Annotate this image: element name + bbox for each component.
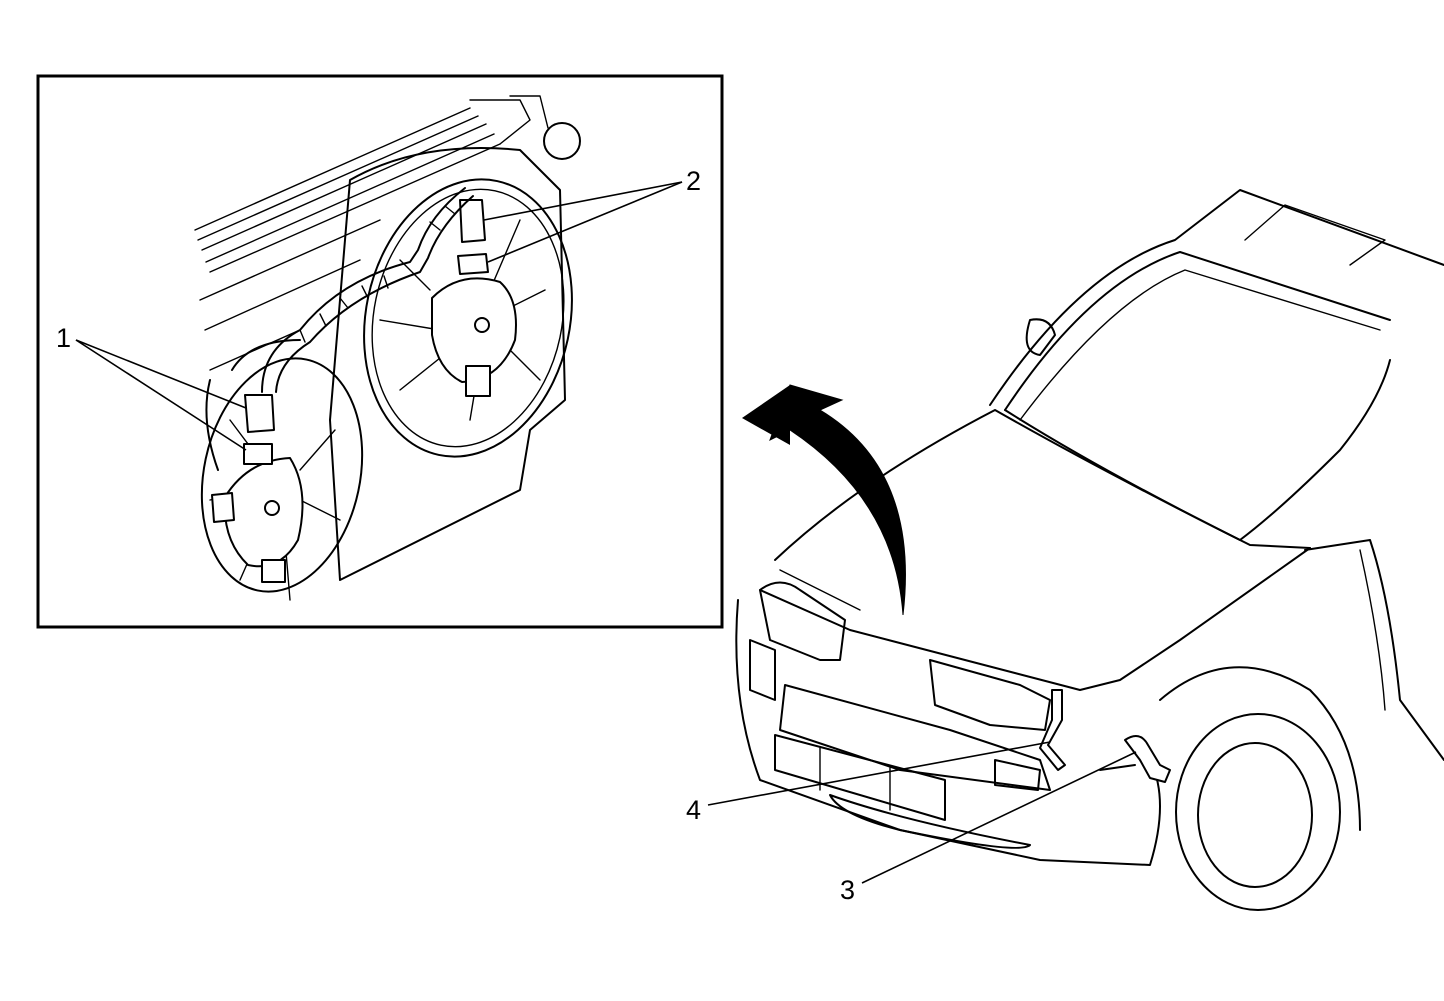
wiring-harness — [205, 187, 474, 471]
upper-grille — [779, 684, 1051, 791]
callout-label-4: 4 — [686, 795, 701, 825]
callout-label-2: 2 — [686, 166, 701, 196]
hood-outline — [774, 409, 1311, 561]
callout-4-group: 4 — [686, 741, 1051, 825]
left-fan-motor — [223, 457, 304, 568]
windshield-top — [1004, 251, 1391, 411]
callout-label-3: 3 — [840, 875, 855, 905]
license-plate-area — [774, 734, 946, 821]
left-fan-connector-upper — [244, 394, 275, 433]
callout-1-leader-b — [75, 339, 247, 451]
wheel-arch — [1159, 666, 1361, 831]
front-wheel — [1175, 713, 1341, 911]
callout-4-leader — [707, 741, 1051, 806]
left-fan-connector-lower — [243, 443, 273, 465]
callout-2-group: 2 — [483, 166, 701, 263]
fog-lamp-left — [749, 639, 776, 701]
front-wheel-rim — [1197, 742, 1313, 888]
curved-arrow-head — [742, 385, 790, 445]
inset-detail — [36, 74, 724, 629]
callout-3-group: 3 — [840, 751, 1137, 905]
callout-1-leader-a — [75, 339, 247, 409]
fender — [1304, 539, 1444, 761]
hood-front-edge — [759, 547, 1311, 691]
horn-connector — [1124, 735, 1171, 783]
side-mirror — [1025, 318, 1056, 356]
right-fan — [363, 178, 573, 458]
curved-arrow-icon — [769, 384, 906, 616]
left-fan — [200, 357, 364, 601]
callout-label-1: 1 — [56, 323, 71, 353]
left-headlamp — [759, 581, 846, 661]
radiator — [194, 95, 581, 371]
front-bumper — [735, 599, 1161, 866]
fan-shroud — [329, 147, 566, 581]
center-headlamp — [929, 659, 1051, 731]
lower-intake — [829, 794, 1031, 849]
ambient-sensor-harness — [1039, 689, 1066, 771]
callout-2-leader-b — [487, 181, 683, 263]
vehicle-front — [735, 189, 1444, 911]
right-fan-connector-upper — [459, 199, 486, 243]
right-fan-connector-lower — [457, 253, 489, 275]
inset-frame — [36, 74, 724, 629]
fog-lamp-right — [994, 759, 1041, 791]
right-fan-motor — [431, 277, 517, 383]
roof-line — [989, 189, 1444, 406]
callout-1-group: 1 — [56, 323, 247, 451]
callout-3-leader — [861, 751, 1137, 884]
callout-2-leader-a — [483, 181, 683, 221]
